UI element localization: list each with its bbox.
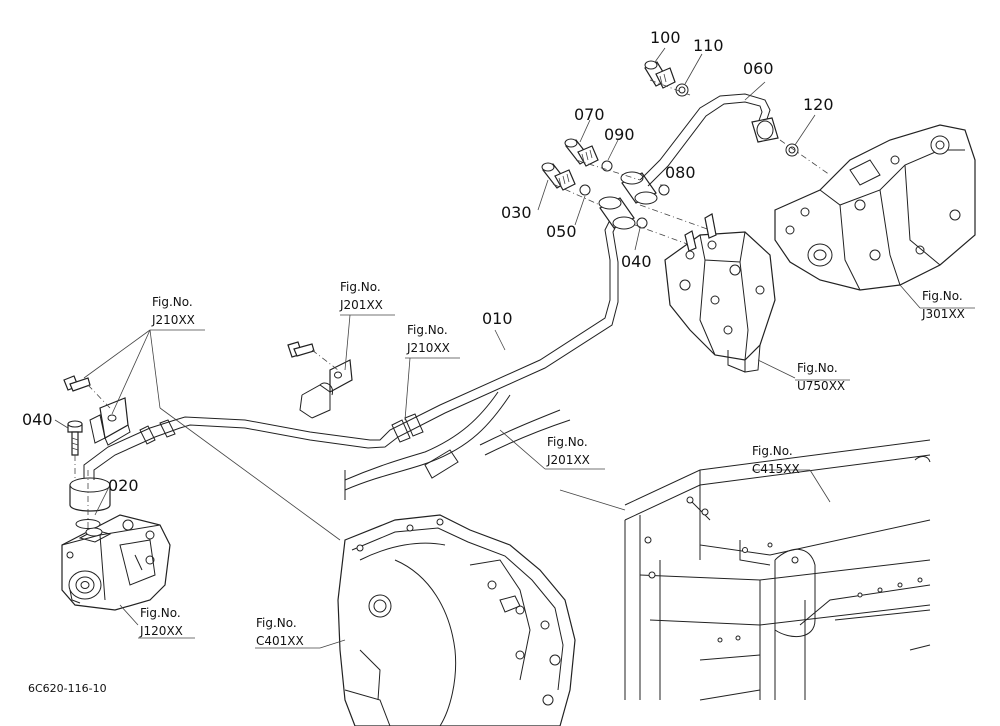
fig-ref-label: Fig.No.	[152, 295, 193, 309]
fig-ref-label: Fig.No.	[140, 606, 181, 620]
pipe-060	[639, 93, 779, 187]
washers	[579, 83, 799, 229]
part-label-060: 060	[743, 59, 774, 78]
fig-ref-j201-mid: Fig.No. J201XX	[546, 435, 590, 467]
transmission-housing	[337, 514, 576, 726]
part-label-090: 090	[604, 125, 635, 144]
fig-ref-j201-top: Fig.No. J201XX	[339, 280, 383, 312]
part-label-040-left: 040	[22, 410, 53, 429]
fig-ref-code: J210XX	[151, 313, 195, 327]
bracket-mid	[287, 341, 353, 419]
fig-ref-code: C415XX	[752, 462, 800, 476]
fig-ref-code: U750XX	[797, 379, 845, 393]
fig-ref-code: J201XX	[339, 298, 383, 312]
fig-ref-j210-mid: Fig.No. J210XX	[406, 323, 450, 355]
pipe-connectors	[598, 171, 658, 230]
bolt-070	[564, 138, 599, 167]
fig-ref-label: Fig.No.	[407, 323, 448, 337]
fig-ref-j210-left: Fig.No. J210XX	[151, 295, 195, 327]
suction-hose	[344, 391, 571, 500]
leader-lines	[54, 47, 975, 649]
bolt-030	[541, 162, 576, 191]
pump-fitting	[69, 470, 111, 530]
part-label-050: 050	[546, 222, 577, 241]
part-label-020: 020	[108, 476, 139, 495]
part-label-120: 120	[803, 95, 834, 114]
fig-ref-label: Fig.No.	[797, 361, 838, 375]
bracket-left	[63, 375, 131, 446]
part-label-080: 080	[665, 163, 696, 182]
fig-ref-c401: Fig.No. C401XX	[256, 616, 304, 648]
delivery-pipe	[83, 209, 623, 480]
fig-ref-j301: Fig.No. J301XX	[921, 289, 965, 321]
bolt-040-left	[67, 420, 83, 456]
tractor-frame	[624, 439, 931, 701]
part-label-010: 010	[482, 309, 513, 328]
fig-ref-code: J120XX	[139, 624, 183, 638]
bolt-100	[644, 60, 676, 89]
fig-ref-label: Fig.No.	[547, 435, 588, 449]
control-valve	[664, 213, 776, 373]
fig-ref-u750: Fig.No. U750XX	[797, 361, 845, 393]
document-id: 6C620-116-10	[28, 682, 107, 695]
part-label-030: 030	[501, 203, 532, 222]
fig-ref-label: Fig.No.	[752, 444, 793, 458]
fig-ref-label: Fig.No.	[340, 280, 381, 294]
fig-ref-c415: Fig.No. C415XX	[752, 444, 800, 476]
part-label-100: 100	[650, 28, 681, 47]
fig-ref-code: C401XX	[256, 634, 304, 648]
hydraulic-pump	[61, 514, 171, 611]
part-label-110: 110	[693, 36, 724, 55]
part-label-070: 070	[574, 105, 605, 124]
fig-ref-code: J201XX	[546, 453, 590, 467]
fig-ref-code: J301XX	[921, 307, 965, 321]
part-label-040-right: 040	[621, 252, 652, 271]
fig-ref-code: J210XX	[406, 341, 450, 355]
lift-housing	[774, 124, 976, 291]
fig-ref-label: Fig.No.	[256, 616, 297, 630]
fig-ref-label: Fig.No.	[922, 289, 963, 303]
assembly-lines	[74, 79, 831, 480]
fig-ref-j120: Fig.No. J120XX	[139, 606, 183, 638]
